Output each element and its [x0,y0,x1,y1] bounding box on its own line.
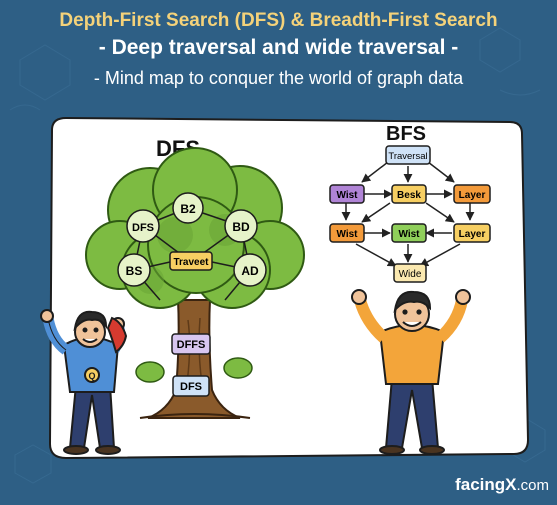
brand-x: X [505,475,517,494]
svg-text:Wist: Wist [398,229,420,240]
bfs-node-r2-right: Layer [453,223,491,243]
svg-text:Besk: Besk [397,190,421,201]
page-tagline: - Mind map to conquer the world of graph… [93,68,464,88]
bfs-heading: BFS [386,123,426,145]
bfs-person [351,289,471,455]
svg-text:Q: Q [88,371,95,381]
svg-text:Wist: Wist [336,190,358,201]
svg-text:Wide: Wide [399,269,422,280]
svg-text:Layer: Layer [459,190,486,201]
dfs-trunk-label-1: DFFS [171,333,211,355]
bfs-node-r1-left: Wist [329,184,365,204]
page-subtitle: - Deep traversal and wide traversal - [98,36,459,59]
svg-text:DFS: DFS [132,222,154,234]
brand-name: facing [455,475,506,494]
svg-text:DFFS: DFFS [177,339,206,351]
dfs-node-center: Traveet [169,251,213,271]
svg-text:BS: BS [126,264,143,278]
svg-text:Wist: Wist [336,229,358,240]
svg-text:DFS: DFS [180,381,202,393]
dfs-person [40,309,128,455]
svg-text:B2: B2 [180,202,196,216]
dfs-node-left-top: DFS [126,209,160,243]
bfs-node-top: Traversal [385,145,431,165]
bfs-node-bottom: Wide [393,263,427,283]
dfs-node-top: B2 [172,192,204,224]
svg-text:BD: BD [232,220,250,234]
dfs-node-left-bottom: BS [117,253,151,287]
brand-suffix: .com [516,477,549,494]
svg-text:AD: AD [241,264,259,278]
svg-text:Traveet: Traveet [173,257,209,268]
brand-logo: facingX.com [455,475,549,495]
svg-text:Layer: Layer [459,229,486,240]
bfs-node-r2-left: Wist [329,223,365,243]
bfs-node-r1-right: Layer [453,184,491,204]
page-title: Depth-First Search (DFS) & Breadth-First… [59,10,498,31]
svg-text:Traversal: Traversal [388,151,427,162]
bfs-node-r2-mid: Wist [391,223,427,243]
dfs-node-right-top: BD [224,209,258,243]
dfs-node-right-bottom: AD [233,253,267,287]
bfs-edges [341,161,475,267]
dfs-trunk-label-2: DFS [172,375,210,397]
bfs-node-r1-mid: Besk [391,184,427,204]
